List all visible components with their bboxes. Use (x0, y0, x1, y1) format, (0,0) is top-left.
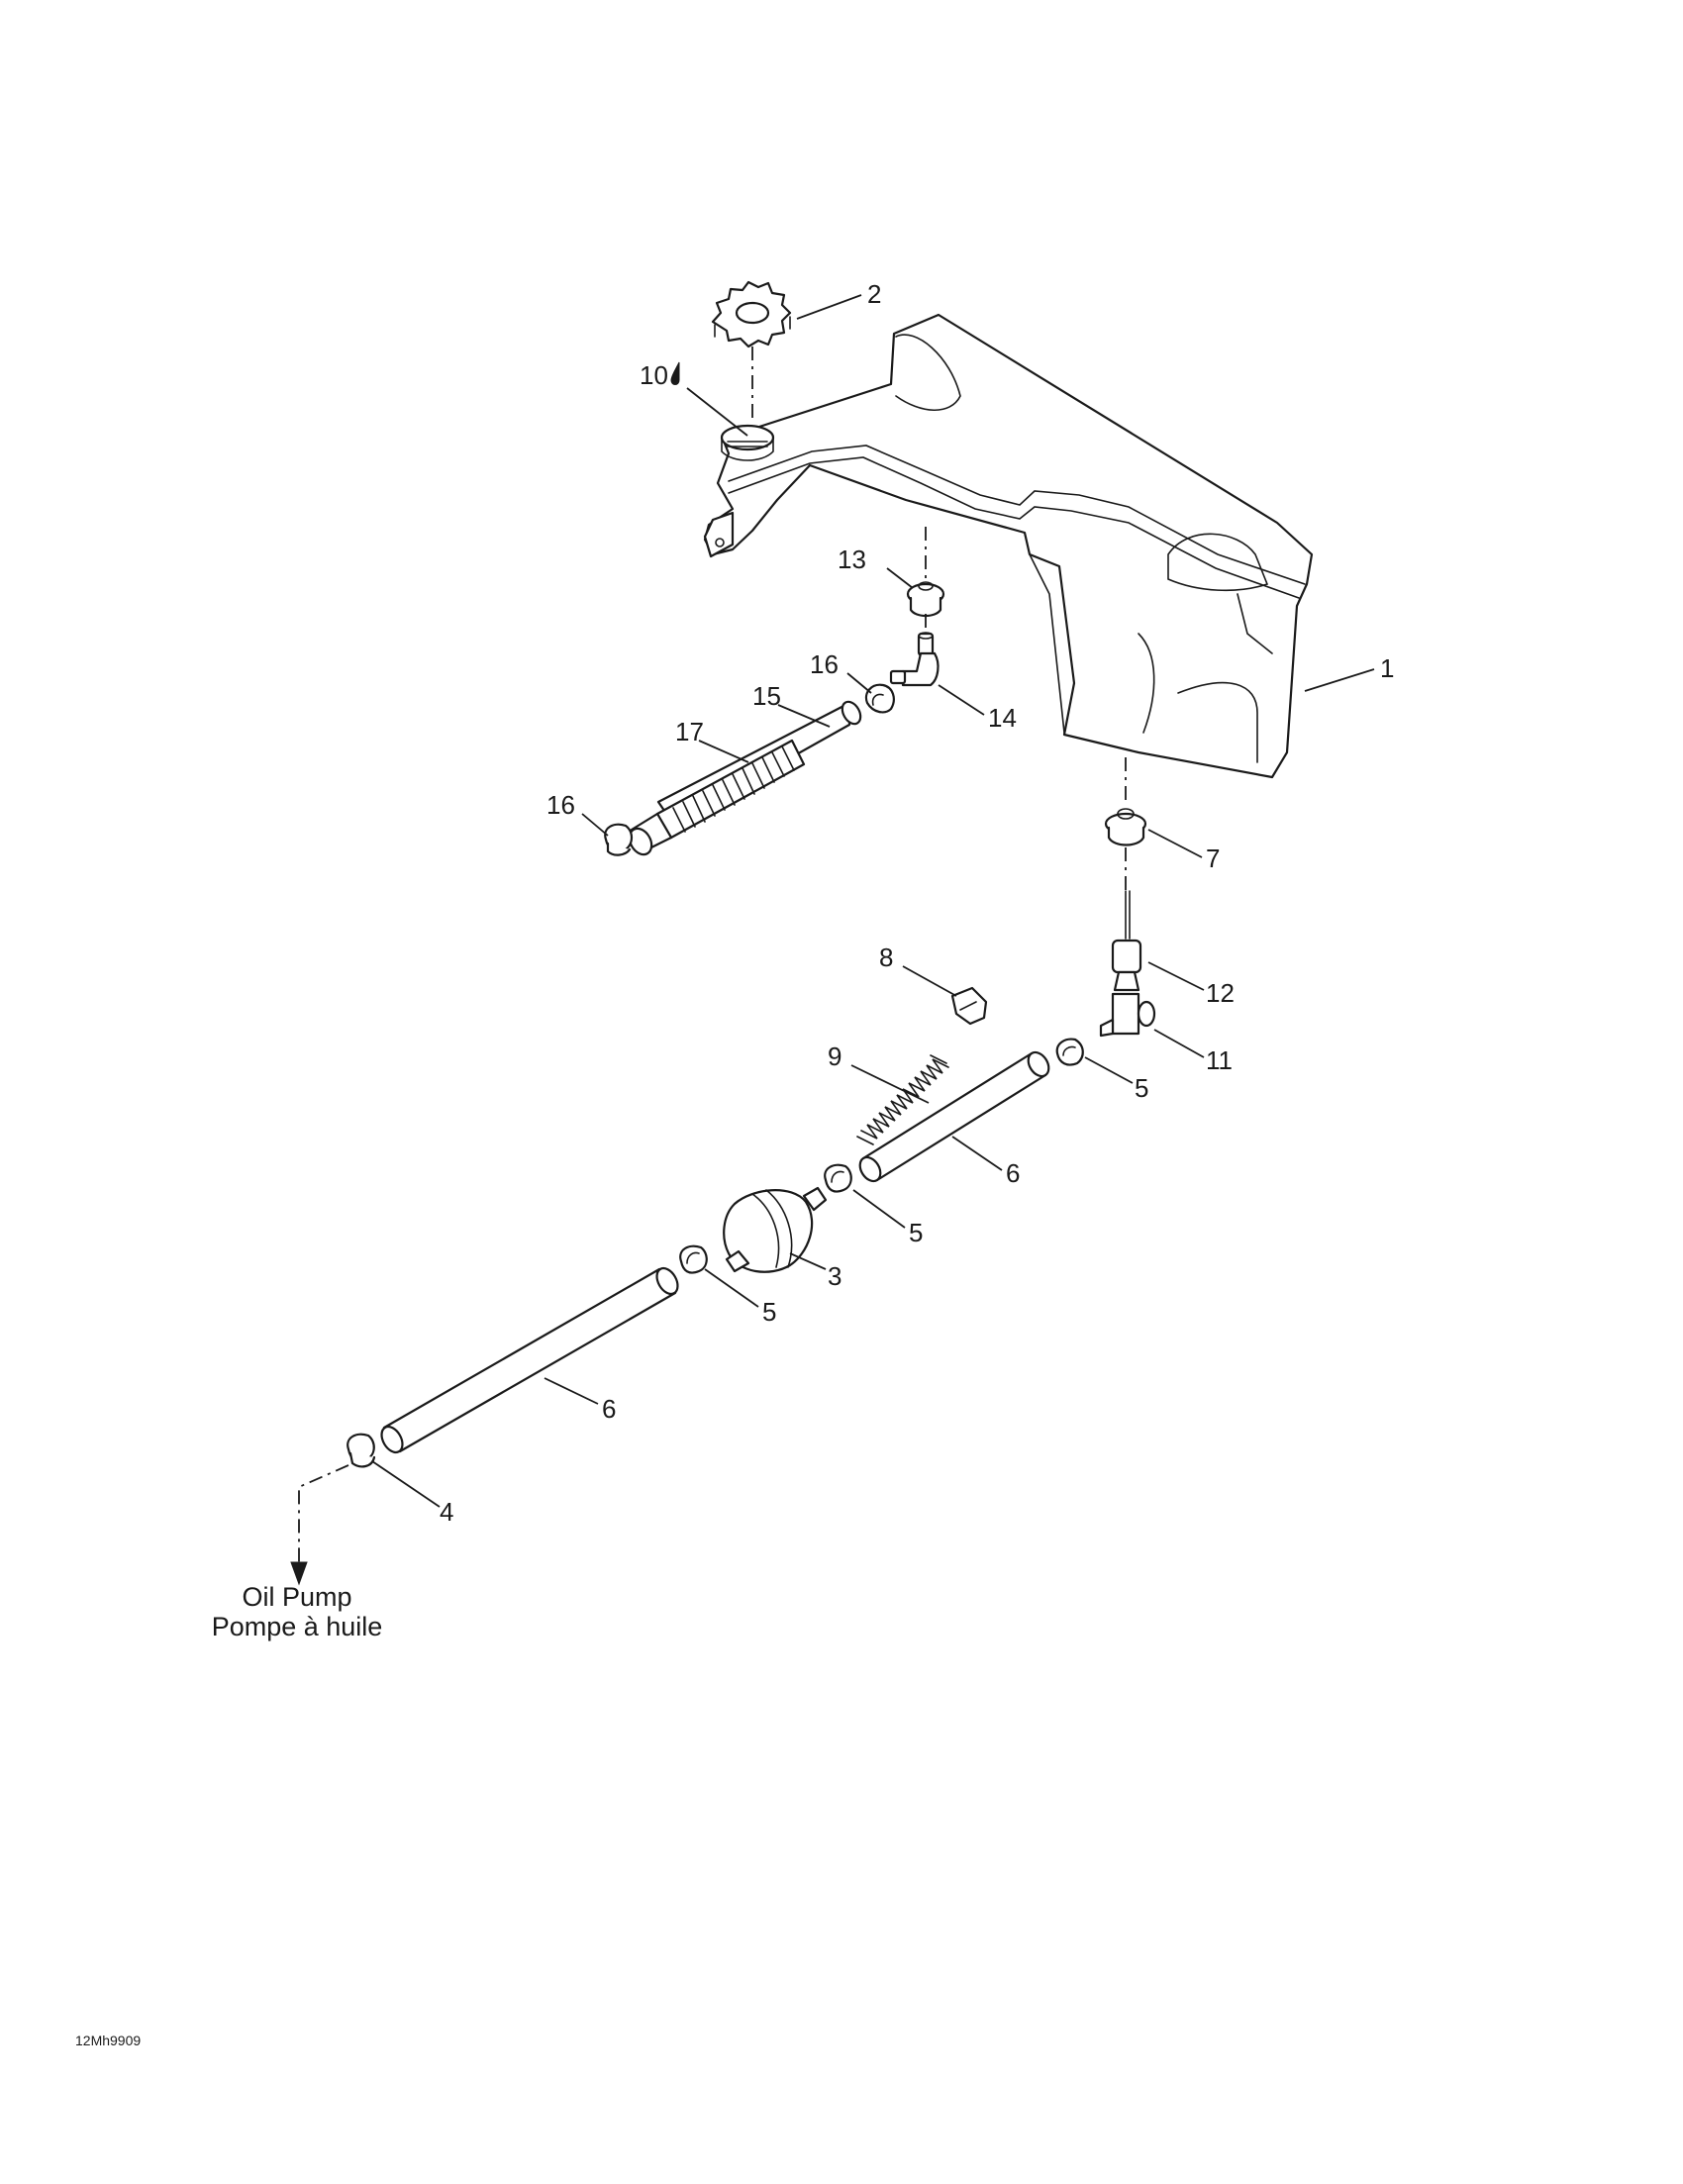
callout-5-upper: 5 (1135, 1073, 1148, 1103)
callout-5-lower: 5 (762, 1297, 776, 1327)
callout-1: 1 (1380, 653, 1394, 683)
callout-3: 3 (828, 1261, 842, 1291)
hose-6-upper[interactable] (855, 1048, 1052, 1185)
hose-6-lower[interactable] (377, 1264, 682, 1455)
callout-16-lower: 16 (546, 790, 575, 820)
pickup-valve-12[interactable] (1111, 890, 1142, 992)
callout-13: 13 (838, 545, 866, 574)
oil-tank[interactable] (703, 313, 1314, 779)
filler-cap[interactable] (711, 280, 792, 348)
elbow-fitting-14[interactable] (889, 632, 940, 687)
clip-8[interactable] (950, 986, 988, 1026)
oil-filter-3[interactable] (723, 1186, 828, 1273)
callout-17: 17 (675, 717, 704, 746)
clamp-16-upper[interactable] (864, 683, 895, 714)
callout-2: 2 (867, 279, 881, 309)
figure-code: 12Mh9909 (75, 2033, 141, 2048)
clamp-5-middle[interactable] (824, 1163, 852, 1193)
arrow-down-icon (290, 1561, 308, 1586)
destination-label-en: Oil Pump (242, 1582, 351, 1612)
oil-drop-icon (670, 361, 680, 385)
callout-15: 15 (752, 681, 781, 711)
callout-9: 9 (828, 1042, 842, 1071)
outlet-fitting-11[interactable] (1099, 992, 1156, 1038)
callout-6-lower: 6 (602, 1394, 616, 1424)
callout-6-upper: 6 (1006, 1158, 1020, 1188)
destination-label-fr: Pompe à huile (212, 1612, 383, 1641)
callout-10: 10 (640, 360, 668, 390)
grommet-7[interactable] (1104, 808, 1147, 846)
clamp-5-upper[interactable] (1055, 1038, 1084, 1066)
clamp-16-lower[interactable] (604, 823, 634, 856)
callout-11: 11 (1206, 1045, 1233, 1075)
callout-4: 4 (440, 1497, 453, 1527)
callout-8: 8 (879, 943, 893, 972)
spring-9[interactable] (856, 1054, 949, 1145)
callout-14: 14 (988, 703, 1017, 733)
clamp-5-lower[interactable] (679, 1244, 708, 1274)
callout-12: 12 (1206, 978, 1235, 1008)
clamp-4[interactable] (346, 1433, 376, 1468)
spring-sleeve-17[interactable] (625, 739, 806, 858)
grommet-13[interactable] (906, 581, 945, 618)
callout-5-middle: 5 (909, 1218, 923, 1247)
callout-7: 7 (1206, 844, 1220, 873)
callout-16-upper: 16 (810, 649, 839, 679)
